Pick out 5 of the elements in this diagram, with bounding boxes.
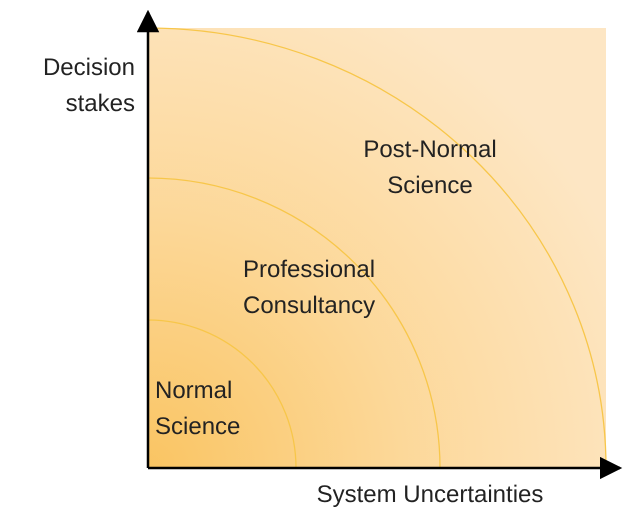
zone-label: Post-Normal Science: [330, 132, 530, 204]
zone-label: Professional Consultancy: [243, 252, 443, 324]
zone-label: Normal Science: [155, 373, 285, 445]
axis-title: System Uncertainties: [316, 480, 544, 510]
axis-title: Decision stakes: [42, 53, 135, 119]
